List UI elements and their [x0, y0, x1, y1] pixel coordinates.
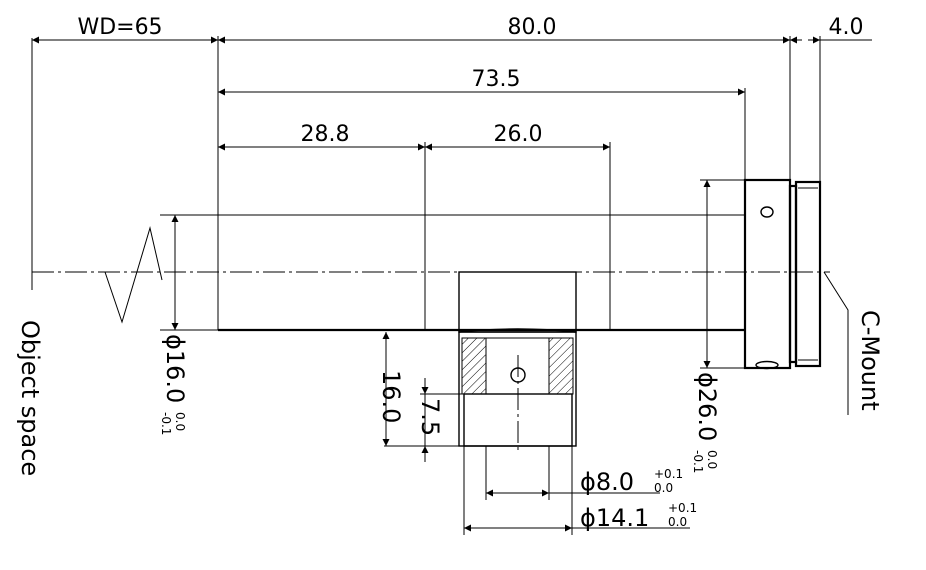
set-screw-bottom — [755, 360, 779, 370]
total-length-label: 80.0 — [508, 15, 557, 40]
c-mount-label: C-Mount — [856, 310, 884, 411]
front-dia-label: ϕ26.0 0.0 -0.1 — [691, 372, 721, 473]
body-length-label: 73.5 — [472, 67, 521, 92]
svg-text:0.0: 0.0 — [668, 515, 687, 529]
svg-text:ϕ26.0: ϕ26.0 — [693, 372, 721, 441]
seg2-label: 26.0 — [494, 122, 543, 147]
svg-text:+0.1: +0.1 — [654, 467, 683, 481]
port-screw — [510, 367, 526, 383]
svg-text:0.0: 0.0 — [705, 450, 719, 469]
port-inner-label: ϕ8.0 +0.1 0.0 — [580, 467, 683, 496]
dim-top-row — [32, 36, 872, 215]
svg-text:ϕ14.1: ϕ14.1 — [580, 504, 649, 532]
port-depth-label: 7.5 — [416, 398, 444, 436]
object-space-label: Object space — [16, 320, 44, 476]
mount-flange — [743, 178, 822, 370]
break-line — [104, 226, 163, 324]
seg1-label: 28.8 — [301, 122, 350, 147]
side-height-label: 16.0 — [377, 370, 405, 423]
side-port — [458, 271, 577, 535]
barrel-dia-label: ϕ16.0 0.0 -0.1 — [159, 334, 189, 435]
mount-length-label: 4.0 — [829, 15, 864, 40]
svg-text:Object space: Object space — [16, 320, 44, 476]
svg-text:0.0: 0.0 — [173, 412, 187, 431]
svg-text:16.0: 16.0 — [377, 370, 405, 423]
set-screw-top — [760, 206, 774, 218]
svg-text:ϕ8.0: ϕ8.0 — [580, 468, 634, 496]
svg-text:7.5: 7.5 — [416, 398, 444, 436]
c-mount-leader — [823, 271, 849, 415]
wd-label: WD=65 — [77, 15, 162, 40]
port-wall-right — [548, 337, 574, 395]
port-wall-left — [461, 337, 487, 395]
svg-text:-0.1: -0.1 — [691, 450, 705, 473]
svg-text:C-Mount: C-Mount — [856, 310, 884, 411]
port-outer-label: ϕ14.1 +0.1 0.0 — [580, 501, 697, 532]
svg-text:+0.1: +0.1 — [668, 501, 697, 515]
svg-text:0.0: 0.0 — [654, 481, 673, 495]
svg-text:-0.1: -0.1 — [159, 412, 173, 435]
svg-text:ϕ16.0: ϕ16.0 — [161, 334, 189, 403]
